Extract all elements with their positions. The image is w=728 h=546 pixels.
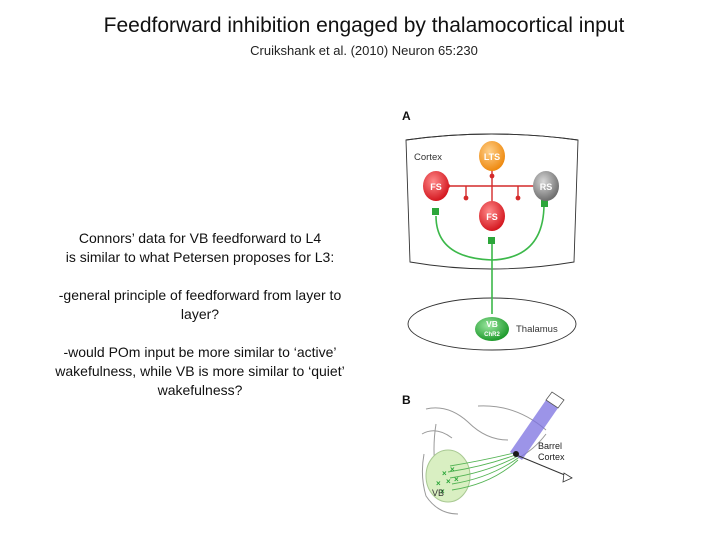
panel-b-label: B — [402, 393, 411, 407]
panel-b-axons — [447, 451, 519, 491]
synapse-rs — [541, 200, 548, 207]
fs-label-left: FS — [430, 182, 442, 192]
rs-cell — [533, 171, 559, 201]
page-title: Feedforward inhibition engaged by thalam… — [103, 14, 625, 37]
panel-a-label: A — [402, 109, 411, 123]
cortex-top-edge — [405, 133, 579, 141]
recording-site — [513, 451, 519, 457]
svg-text:×: × — [446, 477, 451, 486]
thalamocortical-axons — [435, 203, 545, 314]
cortex-label: Cortex — [414, 152, 442, 163]
figure: A Cortex Thalamus — [396, 104, 726, 546]
lts-label: LTS — [484, 152, 500, 162]
panel-b-vb-label: VB — [432, 488, 444, 498]
fs-cell-center — [479, 201, 505, 231]
notes-line: wakefulness, while VB is more similar to… — [55, 363, 345, 379]
citation: Cruikshank et al. (2010) Neuron 65:230 — [250, 43, 478, 58]
vb-cell — [475, 317, 509, 341]
brain-slice-outline — [421, 405, 547, 515]
synapse-fs-center — [488, 237, 495, 244]
svg-text:×: × — [440, 487, 445, 496]
barrel-label: Barrel — [538, 441, 562, 451]
notes-line: Connors’ data for VB feedforward to L4 — [78, 230, 322, 246]
notes-line: is similar to what Petersen proposes for… — [65, 249, 335, 265]
recording-electrode — [513, 453, 573, 479]
synapse-fs-left — [432, 208, 439, 215]
electrode-arrow — [562, 472, 573, 483]
barrel-cortex-label: Cortex — [538, 452, 565, 462]
fs-label-center: FS — [486, 212, 498, 222]
svg-text:×: × — [454, 475, 459, 484]
fs-cell-left — [423, 171, 449, 201]
rs-label: RS — [540, 182, 553, 192]
inhibitory-axons — [448, 166, 536, 208]
svg-text:×: × — [450, 465, 455, 474]
circuit-figure: A Cortex Thalamus — [402, 109, 579, 515]
svg-text:×: × — [442, 469, 447, 478]
notes-line: layer? — [180, 306, 220, 322]
notes-text: Connors’ data for VB feedforward to L4 i… — [28, 229, 372, 400]
vb-sublabel: ChR2 — [484, 332, 500, 338]
notes-line: -general principle of feedforward from l… — [58, 287, 342, 303]
notes-line: -would POm input be more similar to ‘act… — [63, 344, 337, 360]
lts-cell — [479, 141, 505, 171]
notes-line: wakefulness? — [157, 382, 243, 398]
thalamus-label: Thalamus — [516, 324, 558, 335]
svg-text:×: × — [436, 479, 441, 488]
optical-fiber — [510, 400, 558, 460]
vb-label: VB — [486, 319, 498, 329]
